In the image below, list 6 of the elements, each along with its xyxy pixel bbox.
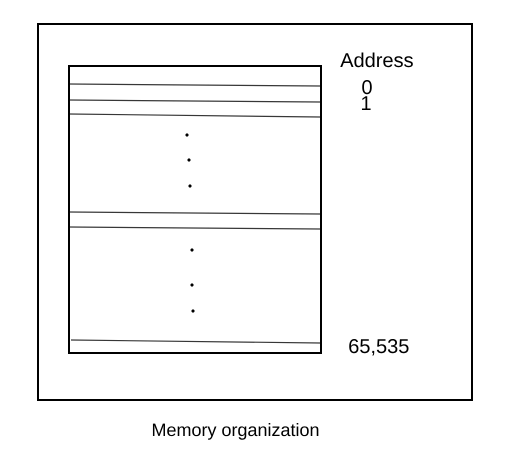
column-heading: Address bbox=[340, 52, 413, 68]
memory-block bbox=[68, 65, 322, 354]
address-label: 0 bbox=[362, 80, 372, 94]
address-label: 1 bbox=[362, 96, 371, 110]
address-label: 65,535 bbox=[349, 339, 409, 356]
caption: Memory organization bbox=[152, 422, 318, 440]
